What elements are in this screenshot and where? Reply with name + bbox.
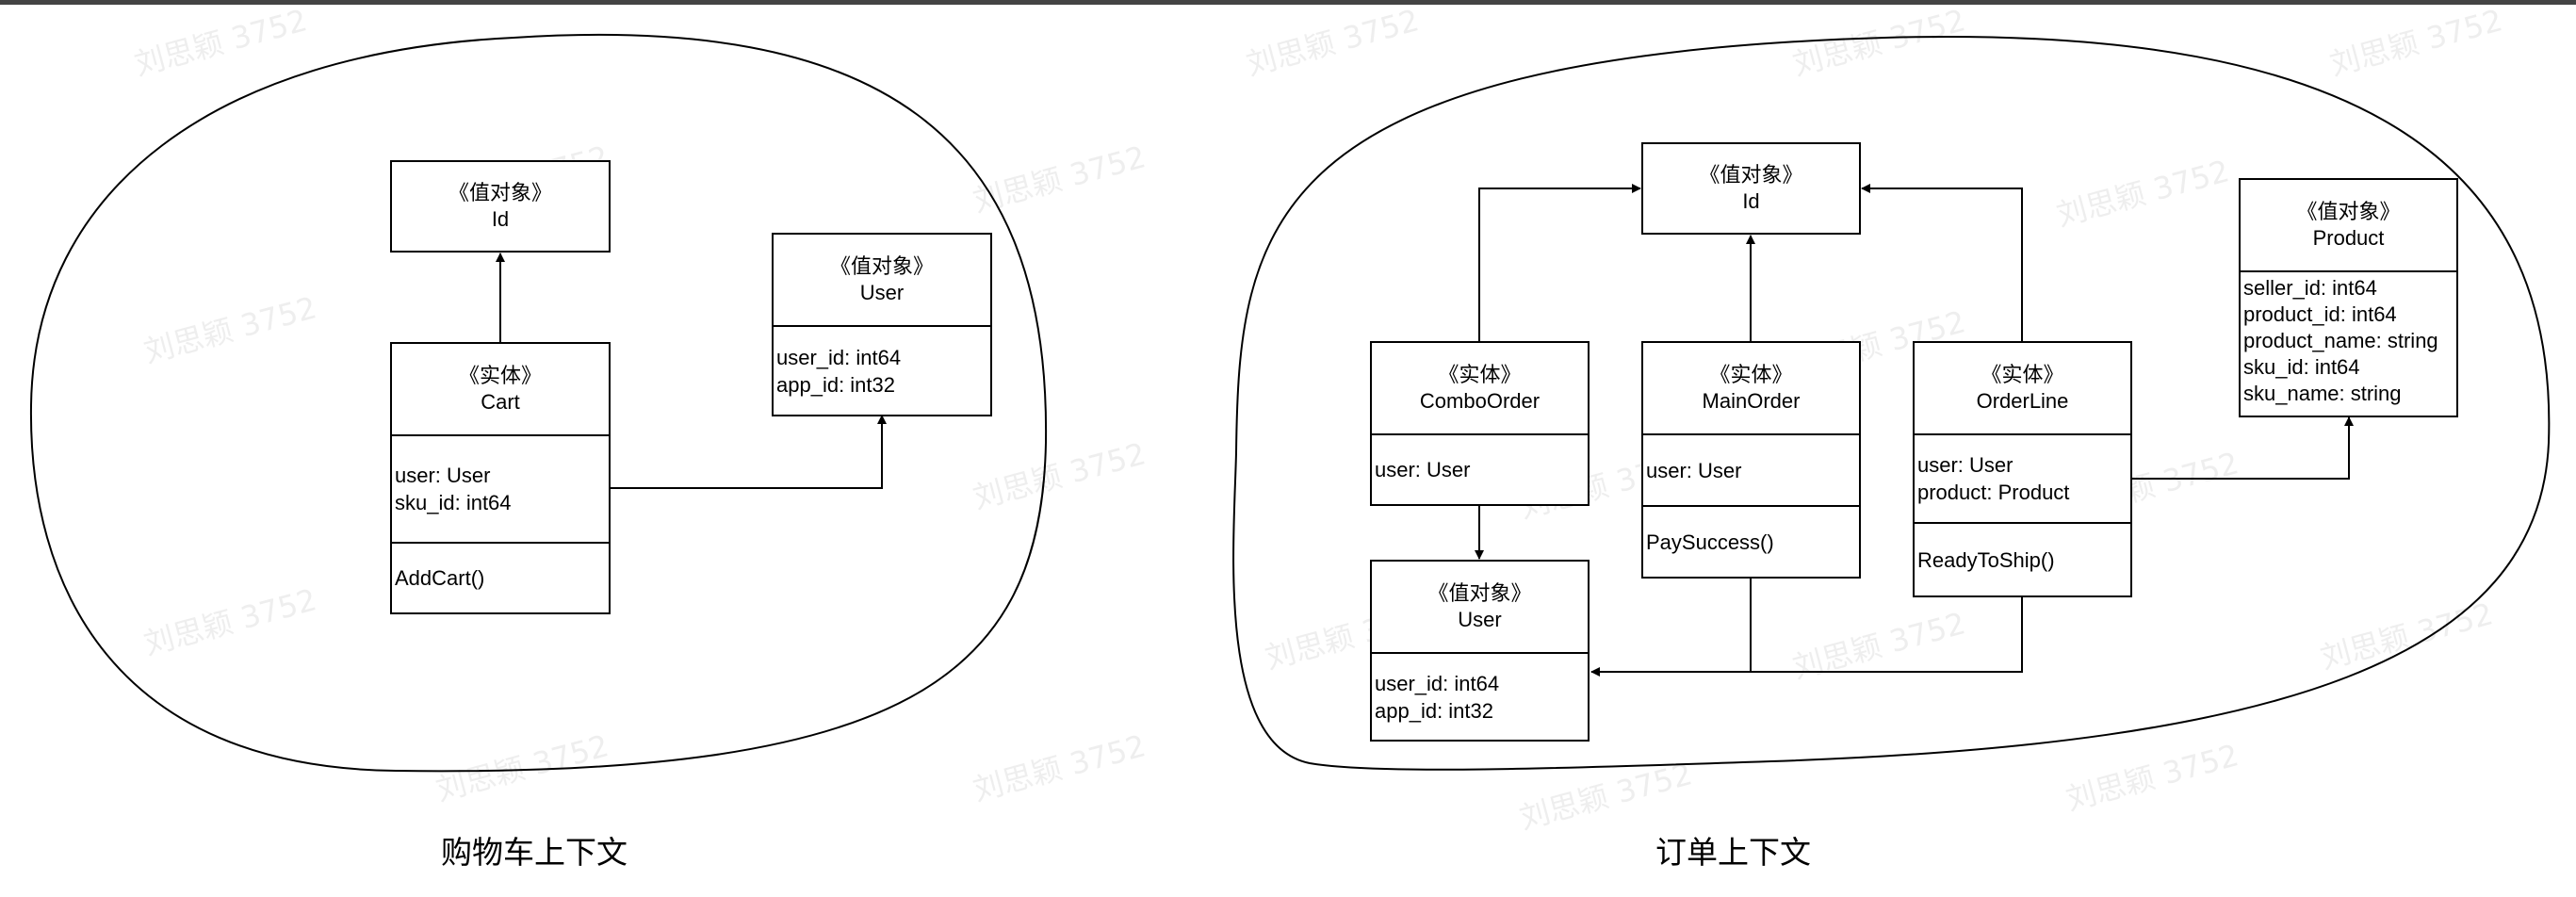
class-attribute: user_id: int64 [776,345,902,369]
class-method: ReadyToShip() [1917,547,2055,572]
class-method: AddCart() [395,566,485,590]
cart-to-user-arrow [611,415,887,489]
class-stereotype: 《实体》 [1709,363,1793,386]
class-stereotype: 《值对象》 [1427,581,1532,605]
class-name: User [859,281,905,304]
order-user-class: 《值对象》 User user_id: int64 app_id: int32 [1370,560,1590,742]
class-attribute: user: User [1917,453,2014,477]
order-line-to-id-arrow [1861,184,2023,342]
class-attribute: product: Product [1917,481,2070,504]
class-name: Id [491,207,510,231]
cart-user-class: 《值对象》 User user_id: int64 app_id: int32 [772,233,992,416]
class-stereotype: 《值对象》 [1699,163,1803,187]
order-line-class: 《实体》 OrderLine user: User product: Produ… [1913,341,2132,597]
main-order-to-user-arrow [1590,578,1752,677]
order-line-to-user-arrow [1751,596,2023,673]
order-line-to-product-arrow [2131,416,2354,480]
class-attribute: user: User [1375,458,1471,481]
class-stereotype: 《实体》 [1981,363,2064,386]
class-attribute: product_id: int64 [2243,302,2397,326]
class-attribute: sku_id: int64 [395,491,512,514]
cart-context-caption: 购物车上下文 [441,834,628,871]
order-context-boundary [1232,36,2551,771]
class-attribute: user: User [395,464,491,487]
cart-class: 《实体》 Cart user: User sku_id: int64 AddCa… [390,342,611,614]
top-bar [0,0,2576,5]
order-id-class: 《值对象》 Id [1641,142,1861,235]
class-stereotype: 《实体》 [1438,363,1522,386]
combo-order-class: 《实体》 ComboOrder user: User [1370,341,1590,506]
main-order-class: 《实体》 MainOrder user: User PaySuccess() [1641,341,1861,579]
combo-order-to-id-arrow [1478,184,1641,342]
cart-id-class: 《值对象》 Id [390,160,611,253]
class-attribute: sku_name: string [2243,382,2402,405]
class-name: Cart [481,390,520,414]
class-name: MainOrder [1702,389,1801,413]
class-stereotype: 《值对象》 [448,181,552,204]
class-name: OrderLine [1976,389,2069,413]
cart-context-boundary [29,34,1048,773]
class-name: User [1458,608,1502,631]
class-name: Id [1742,189,1760,213]
class-attribute: app_id: int32 [776,372,895,397]
class-attribute: sku_id: int64 [2243,355,2360,379]
class-attribute: app_id: int32 [1375,698,1493,723]
class-name: Product [2312,226,2385,250]
class-name: ComboOrder [1419,389,1541,413]
class-attribute: seller_id: int64 [2243,276,2377,300]
class-stereotype: 《值对象》 [2296,200,2401,223]
class-stereotype: 《实体》 [458,364,542,387]
class-attribute: product_name: string [2243,329,2438,352]
class-attribute: user: User [1646,458,1742,482]
class-method: PaySuccess() [1646,530,1774,554]
class-attribute: user_id: int64 [1375,671,1500,695]
class-stereotype: 《值对象》 [829,254,934,278]
order-context-caption: 订单上下文 [1655,834,1811,871]
product-class: 《值对象》 Product seller_id: int64 product_i… [2239,178,2458,417]
